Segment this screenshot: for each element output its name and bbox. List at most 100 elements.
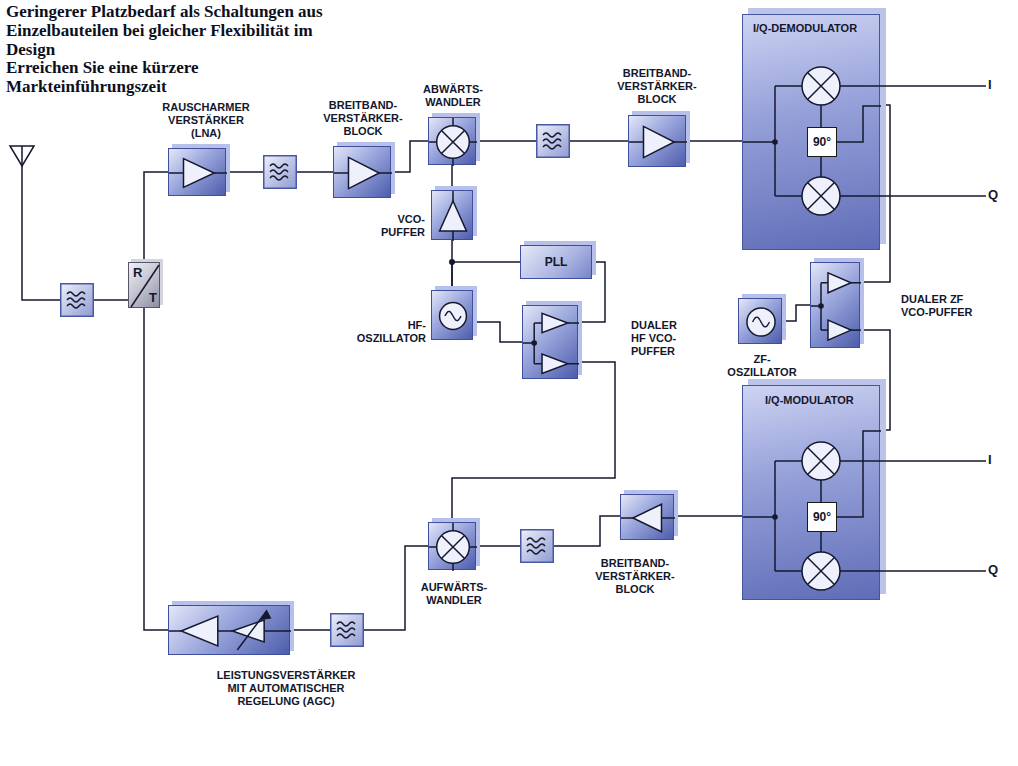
mixer-symbol	[802, 442, 840, 480]
phase-shifter: 90°	[807, 127, 837, 157]
signal-line	[391, 141, 428, 172]
wire	[808, 73, 835, 100]
filter-symbol	[521, 530, 554, 563]
wire	[264, 630, 291, 632]
junction-dot	[449, 259, 455, 265]
signal-line	[452, 262, 520, 290]
wire	[169, 172, 184, 174]
block-symbol	[743, 386, 881, 601]
signal-line	[473, 322, 522, 342]
symbol-shape	[542, 313, 568, 332]
mixer-symbol	[437, 126, 470, 159]
symbol-shape	[633, 504, 662, 532]
switch-box: RT	[128, 262, 160, 308]
wire	[840, 195, 986, 197]
symbol-shape	[542, 354, 568, 373]
block-label: RAUSCHARMER VERSTÄRKER (LNA)	[156, 101, 256, 140]
wire	[837, 106, 881, 142]
block-label: ABWÄRTS- WANDLER	[418, 83, 488, 109]
signal-line	[686, 140, 742, 142]
oscillator-symbol	[440, 303, 467, 330]
wire	[214, 172, 227, 174]
wire	[851, 282, 861, 284]
wire	[379, 172, 392, 174]
wire	[743, 141, 775, 143]
buffer-block: VCO- PUFFER	[431, 190, 473, 240]
wire	[169, 630, 181, 632]
wire	[840, 460, 986, 462]
wire	[808, 183, 835, 210]
pll-box: PLL	[520, 245, 592, 279]
wire	[774, 461, 776, 571]
wire	[774, 86, 776, 196]
block-symbol	[334, 147, 392, 199]
block-symbol	[629, 116, 687, 168]
wire	[840, 570, 986, 572]
wire	[429, 141, 437, 143]
mixer-symbol	[437, 531, 470, 564]
wire	[621, 517, 633, 519]
amplifier-block: RAUSCHARMER VERSTÄRKER (LNA)	[168, 148, 226, 196]
wire	[775, 195, 802, 197]
box-text: 90°	[813, 510, 831, 524]
block-label: HF- OSZILLATOR	[346, 319, 426, 345]
subheading: Erreichen Sie eine kürzere Markteinführu…	[6, 58, 276, 96]
wire	[820, 105, 822, 127]
wire	[820, 157, 822, 177]
filter-symbol	[264, 156, 297, 189]
symbol-shape	[184, 159, 215, 188]
junction-dot	[531, 340, 537, 346]
block-label: ZF- OSZILLATOR	[723, 353, 801, 379]
symbol-shape	[262, 611, 271, 619]
wire	[237, 611, 266, 650]
wire	[808, 448, 835, 475]
signal-line	[782, 305, 810, 321]
wire	[534, 363, 542, 365]
wire	[811, 305, 821, 307]
signal-line	[452, 362, 615, 522]
wire	[469, 141, 477, 143]
wire	[441, 535, 464, 558]
wire	[743, 516, 775, 518]
wire	[629, 141, 644, 143]
block-symbol	[432, 291, 474, 341]
wire	[775, 570, 802, 572]
block-symbol	[169, 606, 291, 656]
block-symbol	[429, 118, 477, 166]
signal-name: Q	[988, 187, 1002, 202]
wire	[131, 265, 159, 307]
wire	[568, 322, 579, 324]
wire	[429, 546, 437, 548]
block-label: AUFWÄRTS- WANDLER	[418, 581, 490, 607]
wire	[452, 231, 454, 241]
oscillator-block: ZF- OSZILLATOR	[738, 298, 782, 344]
signal-line	[144, 172, 168, 262]
amplifier-block: BREITBAND- VERSTÄRKER- BLOCK	[333, 146, 391, 198]
box-text: PLL	[545, 255, 568, 269]
wire	[452, 191, 454, 201]
filter-symbol	[331, 614, 364, 647]
wire	[452, 523, 454, 531]
wire	[334, 172, 349, 174]
wire	[469, 546, 477, 548]
box-text: 90°	[813, 135, 831, 149]
wire	[568, 363, 579, 365]
block-label: BREITBAND- VERSTÄRKER- BLOCK	[319, 99, 407, 138]
wire	[821, 282, 828, 284]
dual-buffer-block: DUALER HF VCO- PUFFER	[522, 305, 578, 379]
block-label: LEISTUNGSVERSTÄRKER MIT AUTOMATISCHER RE…	[206, 669, 366, 708]
wire	[452, 118, 454, 126]
wire	[808, 183, 835, 210]
wire	[441, 130, 464, 153]
wire	[808, 558, 835, 585]
wire	[808, 73, 835, 100]
signal-name: Q	[988, 562, 1002, 577]
junction-dot	[772, 514, 778, 520]
symbol-shape	[181, 616, 218, 646]
block-label: I/Q-DEMODULATOR	[753, 22, 878, 35]
wire	[452, 563, 454, 571]
junction-dot	[818, 303, 824, 309]
phase-shifter: 90°	[807, 502, 837, 532]
mixer-symbol	[802, 177, 840, 215]
modulator-panel: 90°I/Q-MODULATOR	[742, 385, 880, 600]
